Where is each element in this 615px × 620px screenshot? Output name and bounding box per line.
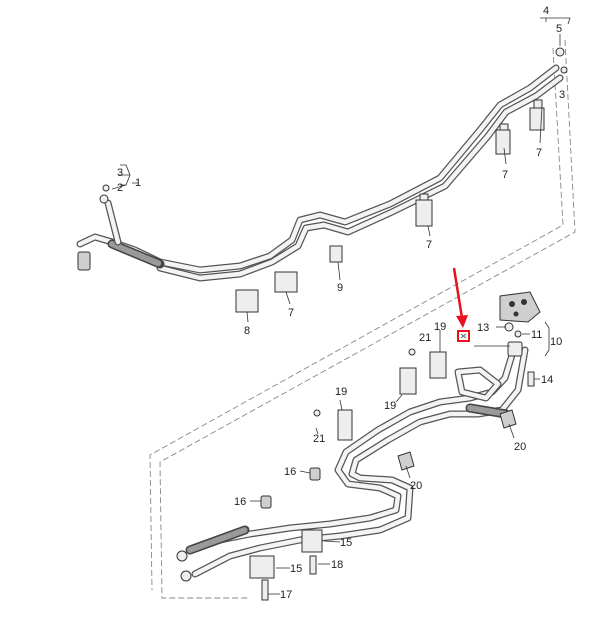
callout-20-b[interactable]: 20 xyxy=(410,480,422,492)
callout-4[interactable]: 4 xyxy=(543,5,549,17)
callout-labels: 1 2 3 4 5 3 7 7 7 7 8 9 10 11 13 14 15 1… xyxy=(117,5,565,601)
callout-3-upper-left[interactable]: 3 xyxy=(117,167,123,179)
callout-16-b[interactable]: 16 xyxy=(234,496,246,508)
callout-16-a[interactable]: 16 xyxy=(284,466,296,478)
callout-5[interactable]: 5 xyxy=(556,23,562,35)
callout-7-a[interactable]: 7 xyxy=(536,147,542,159)
callout-7-b[interactable]: 7 xyxy=(502,169,508,181)
callout-18[interactable]: 18 xyxy=(331,559,343,571)
callout-19-b[interactable]: 19 xyxy=(384,400,396,412)
callout-9[interactable]: 9 xyxy=(337,282,343,294)
upper-refrigerant-line xyxy=(76,47,568,282)
callout-19-c[interactable]: 19 xyxy=(335,386,347,398)
callout-17[interactable]: 17 xyxy=(280,589,292,601)
callout-11[interactable]: 11 xyxy=(531,329,542,341)
callout-21-a[interactable]: 21 xyxy=(419,332,431,344)
callout-7-d[interactable]: 7 xyxy=(288,307,294,319)
highlighted-part-icon xyxy=(460,333,467,339)
callout-20-a[interactable]: 20 xyxy=(514,441,526,453)
leader-lines xyxy=(111,17,571,595)
callout-15-a[interactable]: 15 xyxy=(340,537,352,549)
callout-8[interactable]: 8 xyxy=(244,325,250,337)
callout-7-c[interactable]: 7 xyxy=(426,239,432,251)
callout-15-b[interactable]: 15 xyxy=(290,563,302,575)
callout-2[interactable]: 2 xyxy=(117,182,123,194)
callout-14[interactable]: 14 xyxy=(541,374,553,386)
highlight-arrow xyxy=(452,267,468,328)
callout-21-b[interactable]: 21 xyxy=(313,433,325,445)
lower-refrigerant-line xyxy=(176,291,541,582)
highlighted-part-marker[interactable] xyxy=(457,330,470,342)
dashed-assembly-frame xyxy=(149,39,576,599)
callout-13[interactable]: 13 xyxy=(477,322,489,334)
callout-10[interactable]: 10 xyxy=(550,336,562,348)
callout-1[interactable]: 1 xyxy=(135,177,141,189)
callout-19-a[interactable]: 19 xyxy=(434,321,446,333)
upper-line-clamps xyxy=(235,99,545,313)
callout-3-upper-right[interactable]: 3 xyxy=(559,89,565,101)
lower-line-clamps xyxy=(249,348,535,601)
